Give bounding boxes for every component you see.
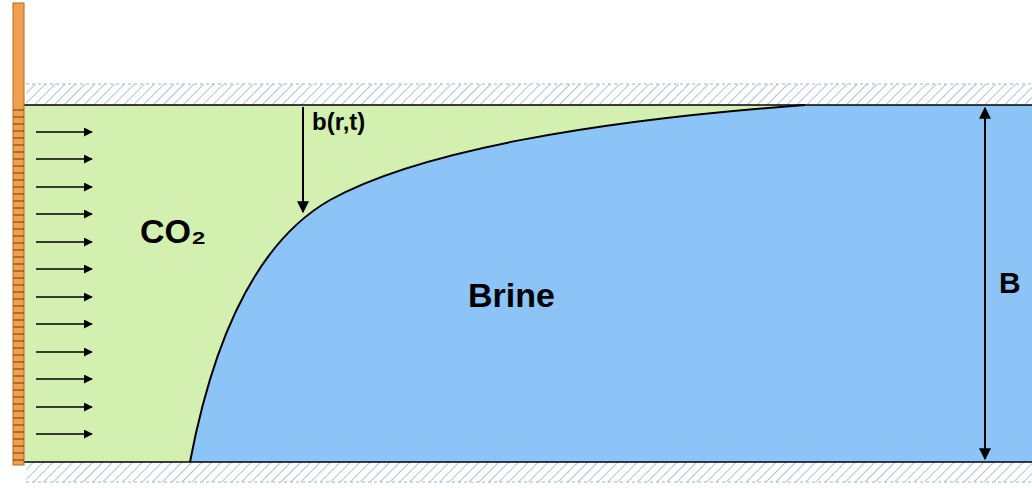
caprock-edge	[26, 84, 1032, 85]
caprock-band	[26, 84, 1032, 105]
label-holder: B	[999, 266, 1021, 299]
bedrock-band	[26, 462, 1032, 482]
well-perforations	[13, 110, 24, 460]
region-fill	[24, 105, 805, 462]
co2-plume-region: CO₂	[24, 105, 805, 462]
bedrock-edge	[26, 482, 1032, 483]
dimension-label: B	[999, 266, 1021, 299]
region-label: Brine	[468, 277, 555, 314]
region-label: CO₂	[140, 213, 206, 250]
injection-well	[13, 3, 24, 465]
thickness-arrow	[302, 107, 304, 212]
thickness-symbol: b(r,t)	[312, 109, 365, 135]
dimension-arrow	[984, 108, 986, 459]
region-fill	[190, 105, 1032, 462]
aquifer-bottom	[24, 461, 1032, 463]
aquifer-top	[24, 104, 1032, 106]
brine-region: Brine	[190, 105, 1032, 462]
label-holder: b(r,t)	[312, 109, 365, 135]
region-shape	[190, 105, 1032, 462]
